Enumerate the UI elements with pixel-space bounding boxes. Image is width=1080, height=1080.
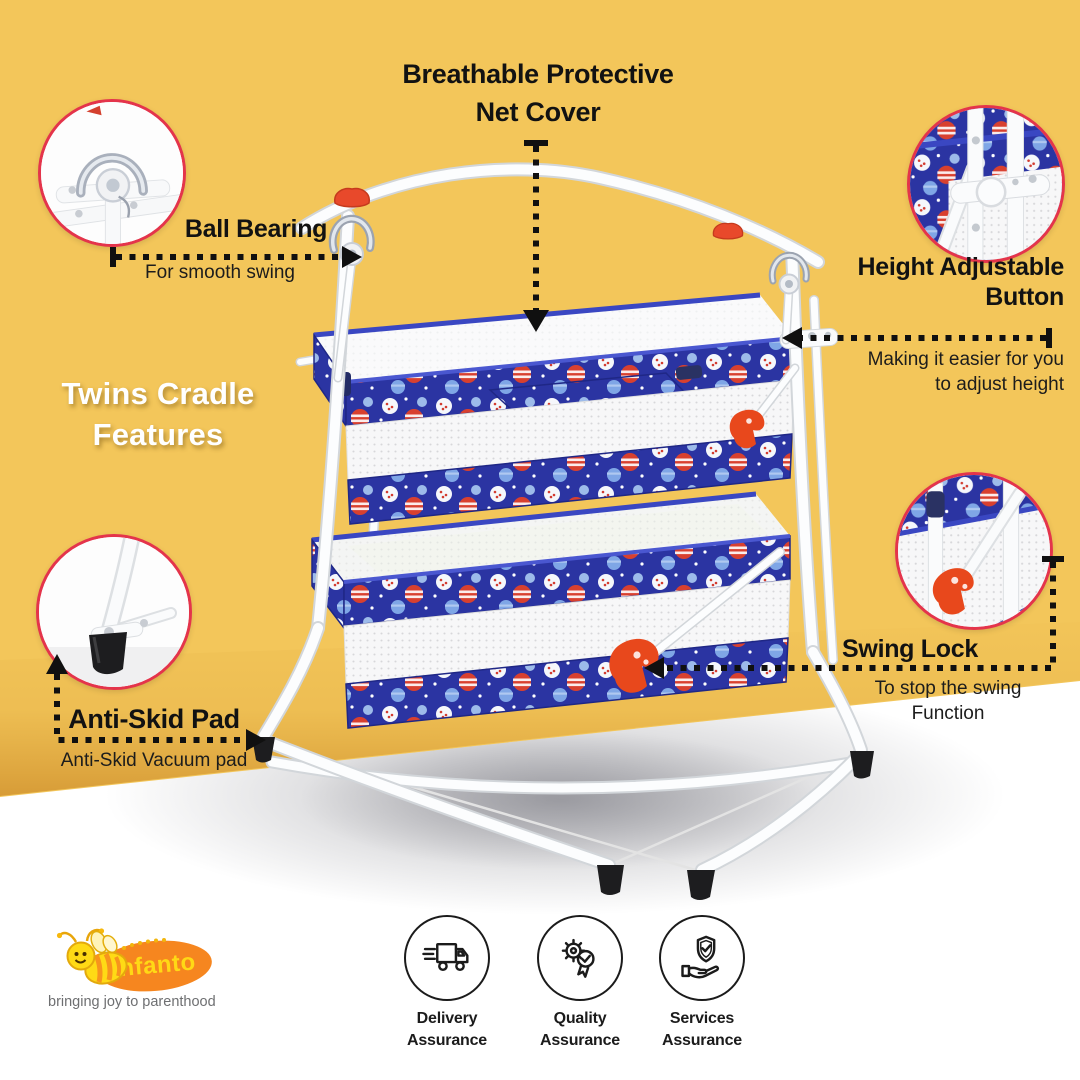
swing-lock-sublabel-line2: Function <box>911 703 985 725</box>
height-button-arrow <box>782 327 1052 349</box>
upper-cradle-basket <box>295 292 795 525</box>
adjust-button <box>975 176 1007 208</box>
swing-lock-label: Swing Lock <box>842 635 978 663</box>
swing-lock-sublabel: To stop the swing Function <box>848 676 1048 727</box>
quality-gear-medal-icon <box>561 938 595 978</box>
page-title-line1: Twins Cradle <box>61 376 255 411</box>
quality-badge-line2: Assurance <box>539 1031 621 1049</box>
delivery-assurance-badge: Delivery Assurance <box>381 915 513 1051</box>
height-button-label-line1: Height Adjustable <box>857 253 1065 281</box>
page-title: Twins Cradle Features <box>27 374 289 456</box>
product-floor-shadow-core <box>300 730 820 870</box>
ball-bearing-sublabel: For smooth swing <box>145 262 295 283</box>
page-title-line2: Features <box>92 416 224 452</box>
rubber-foot <box>89 632 127 675</box>
base-wire <box>262 741 700 873</box>
delivery-badge-line1: Delivery <box>416 1010 478 1027</box>
swing-lock-closeup-photo <box>895 472 1053 630</box>
lower-cradle-basket <box>311 491 791 729</box>
bee-icon <box>56 928 166 985</box>
quality-badge-circle <box>537 915 623 1001</box>
services-shield-hand-icon <box>681 935 720 979</box>
delivery-badge-label: Delivery Assurance <box>381 1008 513 1051</box>
height-adjust-closeup-photo <box>907 105 1065 263</box>
services-badge-line1: Services <box>669 1010 735 1027</box>
anti-skid-closeup-photo <box>36 534 192 690</box>
base-wire <box>609 752 861 867</box>
quality-assurance-badge: Quality Assurance <box>514 915 646 1051</box>
quality-badge-label: Quality Assurance <box>514 1008 646 1051</box>
canopy-knob-right <box>712 222 744 240</box>
height-button-label-line2: Button <box>985 283 1064 311</box>
height-adjustable-button <box>779 328 839 349</box>
anti-skid-sublabel: Anti-Skid Vacuum pad <box>60 750 248 771</box>
height-button-sublabel-line1: Making it easier for you <box>867 349 1064 370</box>
height-button-label: Height Adjustable Button <box>724 252 1065 312</box>
delivery-badge-line2: Assurance <box>406 1031 488 1049</box>
height-button-sublabel-line2: to adjust height <box>935 374 1064 396</box>
delivery-truck-icon <box>422 942 469 971</box>
net-cover-label-line2: Net Cover <box>475 96 601 127</box>
anti-skid-feet <box>252 737 874 900</box>
services-badge-line2: Assurance <box>661 1031 743 1049</box>
canopy-knob-left <box>334 187 370 208</box>
quality-badge-line1: Quality <box>553 1010 607 1027</box>
net-cover-arrow <box>523 140 549 332</box>
breathable-net-cover <box>314 295 794 382</box>
ball-bearing-closeup-photo <box>38 99 186 247</box>
height-button-sublabel: Making it easier for you to adjust heigh… <box>764 347 1064 398</box>
net-cover-label: Breathable Protective Net Cover <box>308 56 768 132</box>
infanto-logo: infanto bringing joy to parenthood <box>46 924 276 1019</box>
brand-tagline: bringing joy to parenthood <box>48 994 216 1010</box>
services-assurance-badge: Services Assurance <box>636 915 768 1051</box>
net-cover-label-line1: Breathable Protective <box>402 59 674 89</box>
swing-lock-lower <box>609 547 785 693</box>
red-knob-tip <box>86 105 102 116</box>
services-badge-circle <box>659 915 745 1001</box>
delivery-badge-circle <box>404 915 490 1001</box>
ball-bearing-label: Ball Bearing <box>184 215 328 243</box>
anti-skid-label: Anti-Skid Pad <box>68 704 240 734</box>
swing-lock-sublabel-line1: To stop the swing <box>874 678 1022 699</box>
services-badge-label: Services Assurance <box>636 1008 768 1051</box>
